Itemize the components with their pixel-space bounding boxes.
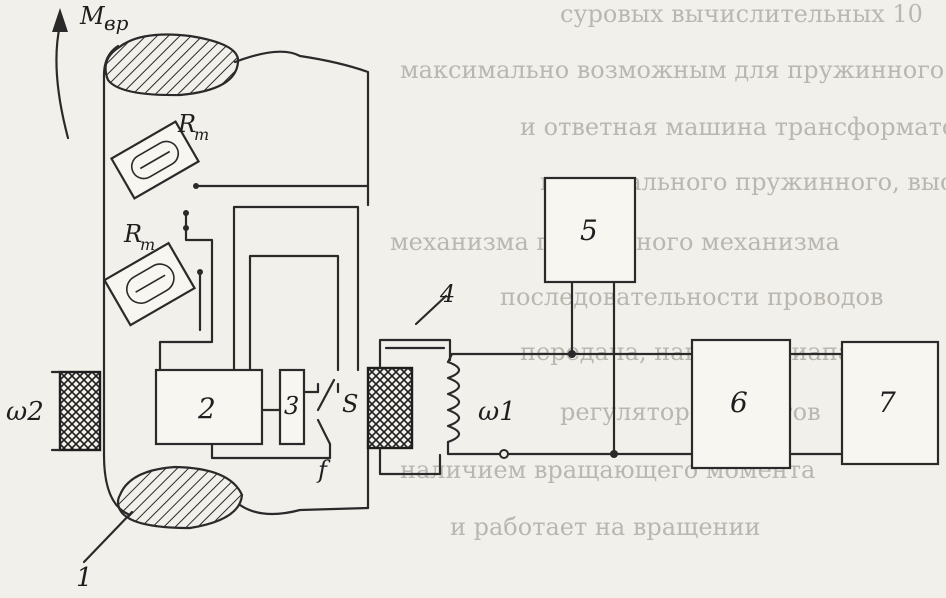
sensor-top-subscript: т [194,125,209,144]
block-5 [543,176,637,284]
sensor-bottom-label: R [123,220,142,248]
block-3 [278,368,306,446]
block-3-label: 3 [284,392,299,420]
bg-line-0: суровых вычислительных 10 [560,0,923,28]
block-6 [690,338,792,470]
bg-line-2: и ответная машина трансформаторы [520,113,946,141]
coil-w1 [446,360,461,444]
contact-f-label: f [316,456,331,484]
coil-w1-label: ω1 [478,397,516,427]
gauge-wiring [158,183,370,372]
bg-line-5: последовательности проводов [500,283,883,311]
bg-line-9: и работает на вращении [450,513,761,541]
shaft-bottom-hatch [116,465,244,530]
contact-s-label: S [342,390,358,418]
sensor-bottom-subscript: т [140,235,155,254]
core-4-leader [414,294,448,326]
coil-w2-flanges [50,370,62,452]
block-7-label: 7 [878,386,896,419]
core-4-label: 4 [439,280,455,308]
contact-switch [210,378,340,460]
output-wiring [446,280,844,459]
bg-line-1: максимально возможным для пружинного мех… [400,56,946,84]
coil-shaft-right [366,366,414,450]
torque-label: M [79,2,106,30]
block-6-label: 6 [730,386,748,419]
torque-subscript: вр [104,11,129,35]
strain-gauge-bottom [102,241,197,327]
coil-w2-label: ω2 [6,397,44,427]
torque-arrow-icon [52,8,70,140]
shaft-top-hatch [104,33,240,97]
core-4 [378,338,452,476]
shaft-1-label: 1 [76,563,93,593]
block-2-label: 2 [197,392,216,425]
strain-gauge-top [109,120,201,200]
sensor-top-label: R [177,110,196,138]
block-7 [840,340,940,466]
block-2 [154,368,264,446]
block-5-label: 5 [580,214,598,247]
coil-w2 [58,370,102,452]
shaft-leader [82,510,134,564]
